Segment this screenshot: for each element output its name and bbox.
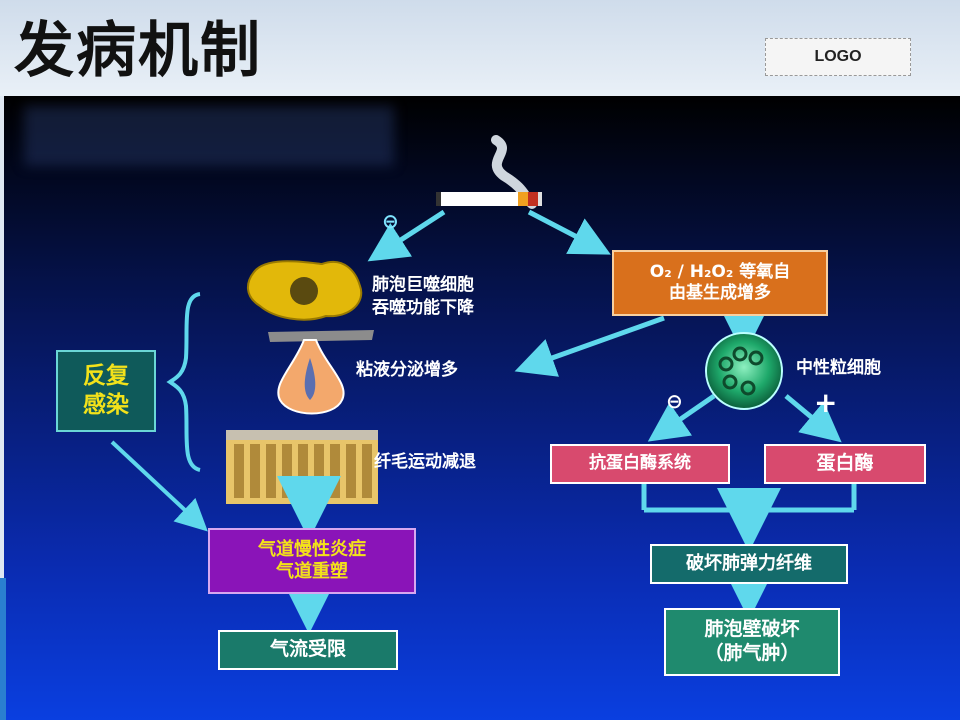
mucus-gland-icon — [268, 330, 374, 415]
neutrophil-cell-icon — [705, 332, 783, 410]
cigarette-icon — [436, 135, 542, 209]
oxygen-radicals-line2: 由基生成增多 — [669, 283, 771, 303]
activation-plus-sign: + — [814, 386, 838, 419]
logo-placeholder[interactable]: LOGO — [765, 38, 911, 76]
anti-protease-box: 抗蛋白酶系统 — [550, 444, 730, 484]
alveolar-wall-box: 肺泡壁破坏 （肺气肿） — [664, 608, 840, 676]
oxygen-radicals-line1: O₂ / H₂O₂ 等氧自 — [649, 261, 791, 282]
protease-box: 蛋白酶 — [764, 444, 926, 484]
mucus-label: 粘液分泌增多 — [356, 360, 458, 380]
slide-header: 发病机制 LOGO — [0, 0, 960, 96]
macrophage-label: 肺泡巨噬细胞 吞噬功能下降 — [372, 275, 474, 318]
elastic-fiber-box: 破坏肺弹力纤维 — [650, 544, 848, 584]
left-accent-strip — [0, 578, 6, 720]
oxygen-radicals-box: O₂ / H₂O₂ 等氧自 由基生成增多 — [612, 250, 828, 316]
airflow-limitation-box: 气流受限 — [218, 630, 398, 670]
diagram-connectors — [110, 135, 857, 634]
inhibit-sign-antiprotease: ⊖ — [666, 389, 683, 413]
slide-title: 发病机制 — [14, 16, 262, 86]
cilia-label: 纤毛运动减退 — [374, 452, 476, 472]
neutrophil-label: 中性粒细胞 — [796, 358, 881, 378]
diagram-canvas: ⊖ ⊖ 肺泡巨噬细胞 吞噬功能下降 粘液分泌增多 纤毛运动减退 中性粒细胞 + … — [4, 96, 960, 720]
cilia-epithelium-icon — [226, 430, 378, 504]
inhibit-sign-macrophage: ⊖ — [382, 209, 399, 233]
blurred-text-artifact — [24, 106, 394, 166]
airway-inflammation-box: 气道慢性炎症 气道重塑 — [208, 528, 416, 594]
recurrent-infection-box: 反复 感染 — [56, 350, 156, 432]
